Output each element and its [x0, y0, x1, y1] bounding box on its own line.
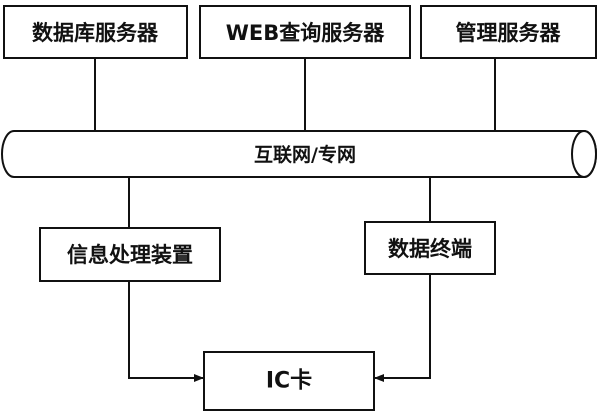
management-server-label: 管理服务器 [456, 21, 562, 45]
ic-card-label: IC卡 [266, 369, 312, 394]
database-server-node: 数据库服务器 [3, 5, 188, 59]
network-label: 互联网/专网 [254, 143, 356, 166]
web-query-server-label: WEB查询服务器 [226, 21, 386, 45]
data-terminal-label: 数据终端 [388, 237, 472, 261]
network-pipe: 互联网/专网 [1, 130, 597, 178]
web-query-server-node: WEB查询服务器 [199, 5, 411, 59]
info-processing-to-card-arrow [128, 281, 204, 382]
info-processing-label: 信息处理装置 [67, 243, 193, 267]
data-terminal-to-card-arrow [374, 274, 431, 382]
management-server-node: 管理服务器 [420, 5, 597, 59]
database-server-label: 数据库服务器 [32, 21, 159, 45]
info-processing-node: 信息处理装置 [39, 227, 221, 282]
data-terminal-node: 数据终端 [364, 221, 496, 275]
ic-card-node: IC卡 [203, 351, 375, 411]
